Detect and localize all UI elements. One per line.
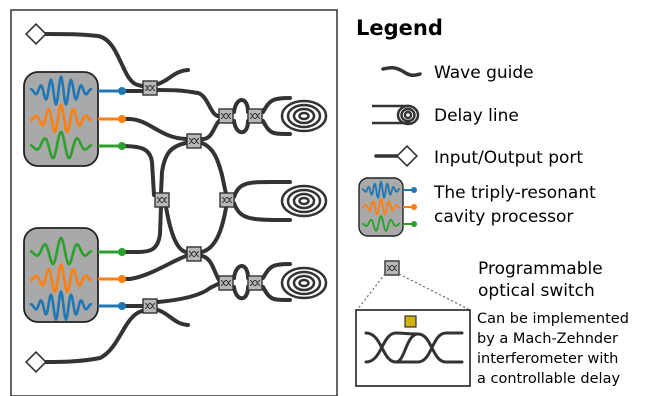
waveguide-legend-icon [381,66,422,78]
optical-switch [218,108,234,124]
cavity-processor-legend-icon [358,177,417,237]
legend-processor-label-1: The triply-resonant [433,183,596,203]
cavity-processor-top [23,71,126,167]
mode-green-wave [29,236,93,266]
optical-switch [247,275,263,291]
optical-switch [142,298,158,314]
legend-waveguide-label: Wave guide [434,63,534,83]
optical-switch [154,192,170,208]
cavity-processor-bottom [23,227,126,323]
mode-orange-wave [29,263,93,294]
optical-switch [142,80,158,96]
legend-mzi-label-2: by a Mach-Zehnder [477,331,618,347]
legend-io-port-label: Input/Output port [434,148,583,168]
optical-switch [186,246,202,262]
legend-mzi-label-1: Can be implemented [477,311,629,327]
legend-mzi-label-4: a controllable delay [477,371,620,387]
mode-blue-wave [29,74,93,107]
delay-line-coil-bottom [280,266,328,300]
io-port-bottom-icon [25,351,47,373]
legend-title: Legend [356,16,443,40]
circuit-frame [10,9,338,396]
io-port-legend-icon [396,145,418,167]
legend-processor-label-2: cavity processor [434,207,573,227]
optical-switch [186,133,202,149]
legend-switch-label-2: optical switch [478,281,595,301]
controllable-delay-element [404,315,417,328]
mach-zehnder-inset [355,309,471,387]
optical-switch-legend-icon [384,260,400,276]
delay-line-legend-icon [372,104,420,126]
legend-switch-label-1: Programmable [478,259,603,279]
delay-line-coil-middle [280,184,328,218]
optical-switch [247,108,263,124]
delay-line-coil-top [280,99,328,133]
mode-green-wave [29,130,93,160]
legend-mzi-label-3: interferometer with [477,351,618,367]
optical-switch [218,275,234,291]
optical-switch [219,192,235,208]
mode-blue-wave [29,289,93,322]
mode-orange-wave [29,103,93,134]
io-port-top-icon [25,23,47,45]
legend-delay-line-label: Delay line [434,106,519,126]
